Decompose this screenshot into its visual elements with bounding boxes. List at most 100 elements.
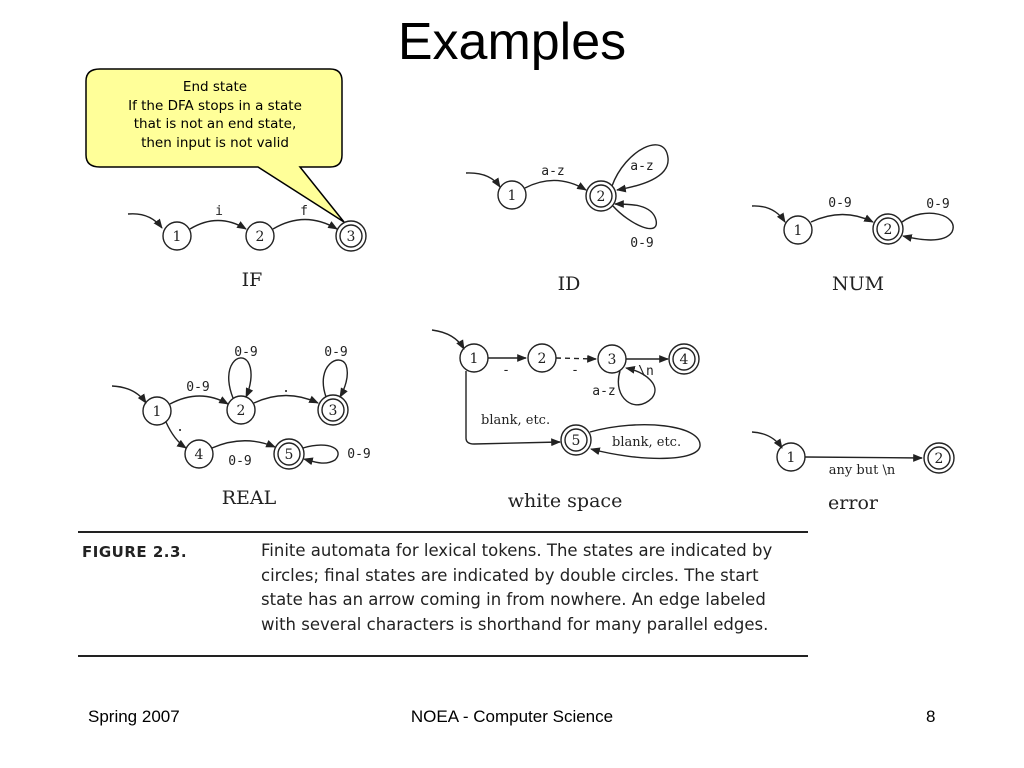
id-state-1-label: 1 [508, 188, 517, 204]
real-state-2 [226, 395, 256, 425]
id-edge-1-2 [524, 179, 587, 191]
real-state-2-label: 2 [237, 403, 246, 419]
dfa-white-space [431, 329, 701, 460]
error-state-2-inner [927, 446, 951, 470]
if-state-1-label: 1 [173, 229, 182, 245]
if-state-1 [162, 221, 192, 251]
real-loop-2 [228, 357, 254, 399]
num-state-2-outer [872, 213, 904, 245]
real-edge-4-5 [211, 439, 276, 449]
num-edge-label-loop: 0-9 [926, 197, 949, 212]
white-state-2-label: 2 [538, 351, 547, 367]
error-start-arrow [751, 431, 783, 449]
num-state-1-label: 1 [794, 223, 803, 239]
white-edge-label-2-3: - [571, 363, 579, 378]
real-loop-3 [322, 359, 349, 398]
error-state-1-label: 1 [787, 450, 796, 466]
callout-line-3: that is not an end state, [133, 116, 297, 132]
id-diagram-name: ID [558, 273, 581, 295]
id-state-2-label: 2 [597, 189, 606, 205]
id-state-1 [497, 180, 527, 210]
if-state-3-label: 3 [347, 229, 356, 245]
dfa-num [751, 205, 954, 245]
if-edge-2-3 [272, 218, 338, 230]
error-state-2-outer [923, 442, 955, 474]
white-edge-2-3 [555, 354, 597, 363]
id-state-2-outer [585, 180, 617, 212]
white-edge-label-loop-3: a-z [592, 384, 615, 399]
figure-label: FIGURE 2.3. [82, 543, 188, 561]
dfa-real [111, 357, 349, 470]
num-state-2-label: 2 [884, 222, 893, 238]
slide-title: Examples [397, 13, 627, 71]
figure-text-line-4: with several characters is shorthand for… [261, 614, 769, 634]
real-start-arrow [111, 385, 147, 404]
end-state-callout [85, 68, 345, 223]
dfa-id [465, 144, 669, 230]
figure-text-line-3: state has an arrow coming in from nowher… [261, 590, 766, 609]
num-loop [901, 212, 954, 242]
real-state-1 [142, 396, 172, 426]
callout-line-1: End state [182, 79, 248, 95]
real-edge-label-2-3: . [282, 381, 290, 396]
real-state-5-outer [273, 438, 305, 470]
footer-date: Spring 2007 [88, 707, 180, 726]
id-loop-bottom [612, 200, 657, 230]
id-state-2-inner [589, 184, 613, 208]
if-diagram-name: IF [242, 269, 263, 291]
white-loop-3 [617, 365, 656, 406]
real-state-1-label: 1 [153, 404, 162, 420]
white-edge-label-3-4: \n [638, 364, 654, 379]
real-state-3-inner [321, 398, 345, 422]
white-space-diagram-name: white space [508, 490, 623, 512]
callout-line-2: If the DFA stops in a state [128, 97, 302, 114]
if-edge-label-f: f [300, 204, 308, 219]
if-state-3-outer [335, 220, 367, 252]
id-edge-label-1: a-z [541, 164, 564, 179]
white-state-4-label: 4 [680, 352, 689, 368]
white-state-5-label: 5 [572, 433, 581, 449]
figure-text: Finite automata for lexical tokens. The … [261, 539, 809, 637]
white-state-5-inner [564, 428, 588, 452]
white-state-4-inner [672, 347, 696, 371]
white-edge-label-loop-5: blank, etc. [612, 435, 681, 450]
figure-text-line-1: Finite automata for lexical tokens. The … [261, 541, 773, 560]
white-state-3-label: 3 [608, 352, 617, 368]
real-edge-1-4 [165, 421, 187, 449]
real-edge-label-loop-5: 0-9 [347, 447, 370, 462]
if-start-arrow [127, 213, 163, 229]
real-edge-label-loop-2: 0-9 [234, 345, 257, 360]
white-state-4-outer [668, 343, 700, 375]
id-edge-label-loop-bottom: 0-9 [630, 236, 653, 251]
footer-page-number: 8 [926, 707, 936, 726]
callout-bubble [85, 68, 345, 223]
white-loop-5 [589, 424, 701, 460]
white-start-arrow [431, 329, 465, 350]
caption-top-rule [78, 531, 808, 533]
num-state-1 [783, 215, 813, 245]
white-state-1-label: 1 [470, 351, 479, 367]
real-diagram-name: REAL [222, 487, 277, 509]
real-state-5-inner [277, 442, 301, 466]
figure-caption: FIGURE 2.3. Finite automata for lexical … [78, 531, 808, 659]
callout-line-4: then input is not valid [141, 134, 289, 151]
real-state-4-label: 4 [195, 447, 204, 463]
id-start-arrow [465, 172, 501, 188]
num-state-2-inner [876, 217, 900, 241]
if-edge-1-2 [189, 219, 247, 230]
if-state-2-label: 2 [256, 229, 265, 245]
dfa-error [751, 431, 955, 474]
real-edge-label-1-2: 0-9 [186, 380, 209, 395]
real-edge-2-3 [253, 394, 319, 404]
footer-course: NOEA - Computer Science [410, 707, 614, 726]
real-state-3-outer [317, 394, 349, 426]
if-state-2 [245, 221, 275, 251]
if-edge-label-i: i [215, 204, 223, 219]
num-edge-1-2 [810, 213, 874, 223]
real-state-4 [184, 439, 214, 469]
error-diagram-name: error [828, 492, 879, 514]
real-edge-label-4-5: 0-9 [228, 454, 251, 469]
error-edge-1-2 [804, 454, 923, 462]
white-edge-label-1-2: - [502, 363, 510, 378]
caption-bottom-rule [78, 655, 808, 657]
